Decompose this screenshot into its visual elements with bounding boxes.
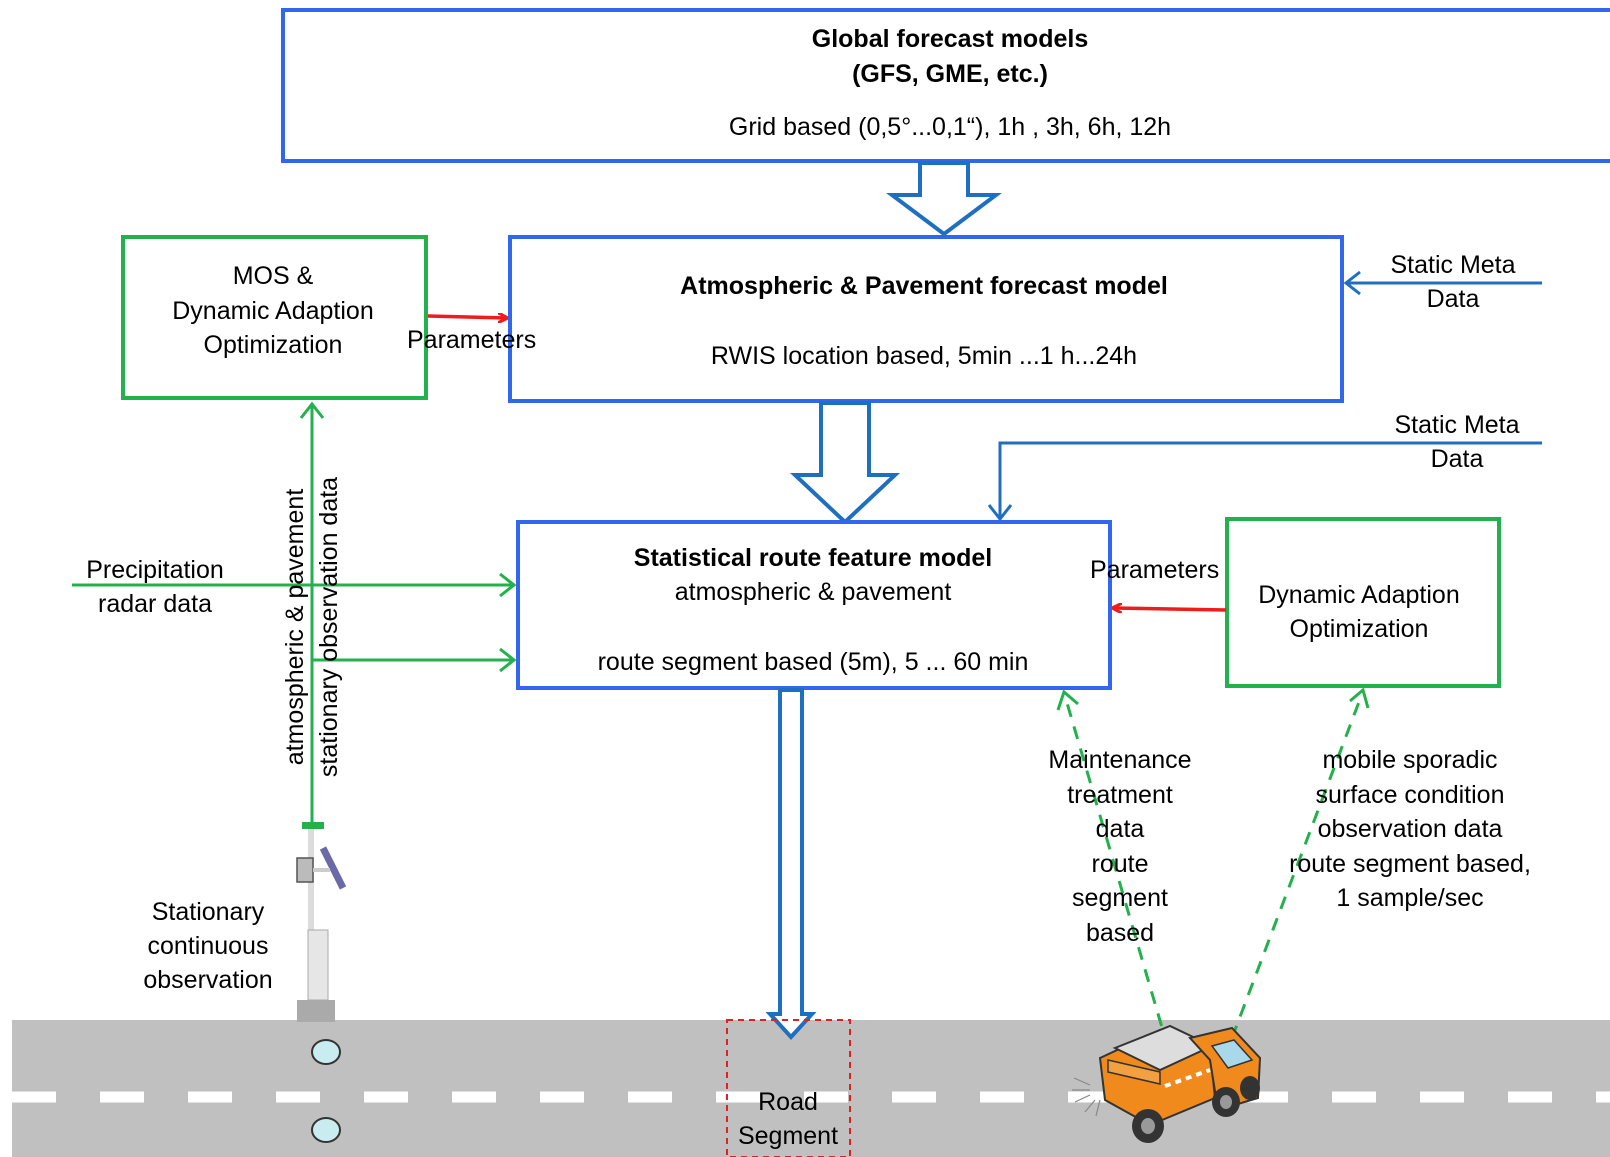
parameters-label-right: Parameters bbox=[1090, 556, 1219, 584]
stat-line-2: atmospheric & pavement bbox=[675, 578, 952, 606]
maintenance-label-1: Maintenance bbox=[1048, 746, 1191, 774]
hollow-arrow-stat-to-road bbox=[765, 688, 817, 1040]
maintenance-label-6: based bbox=[1086, 919, 1154, 947]
global-title-2: (GFS, GME, etc.) bbox=[852, 60, 1048, 88]
maintenance-label-2: treatment bbox=[1067, 781, 1173, 809]
road bbox=[12, 1020, 1610, 1157]
dynamic-adaption-box: Dynamic Adaption Optimization bbox=[1225, 517, 1501, 688]
stationary-label-1: Stationary bbox=[152, 898, 265, 926]
road-segment-label-2: Segment bbox=[738, 1122, 838, 1150]
parameters-label-left: Parameters bbox=[407, 326, 536, 354]
red-arrow-parameters-to-atmo bbox=[427, 316, 507, 318]
mobile-label-4: route segment based, bbox=[1289, 850, 1531, 878]
winter-service-truck-icon bbox=[1072, 1024, 1262, 1143]
green-dashed-arrow-maintenance bbox=[1056, 689, 1170, 1049]
stat-title: Statistical route feature model bbox=[634, 544, 992, 572]
static-meta-label-2a: Static Meta bbox=[1394, 411, 1519, 439]
mos-line-2: Dynamic Adaption bbox=[172, 297, 374, 325]
mos-line-3: Optimization bbox=[204, 331, 343, 359]
precipitation-label-1: Precipitation bbox=[86, 556, 224, 584]
green-arrow-precipitation bbox=[72, 572, 517, 598]
green-dashed-arrow-mobile bbox=[1230, 687, 1370, 1039]
stationary-label-2: continuous bbox=[148, 932, 269, 960]
road-sensor-2 bbox=[311, 1117, 341, 1143]
mobile-label-1: mobile sporadic bbox=[1322, 746, 1497, 774]
hollow-arrow-atmo-to-stat bbox=[789, 401, 901, 525]
dyn-line-2: Optimization bbox=[1290, 615, 1429, 643]
static-meta-label-2b: Data bbox=[1431, 445, 1484, 473]
vertical-label-2: stationary observation data bbox=[315, 477, 343, 777]
global-forecast-box: Global forecast models (GFS, GME, etc.) … bbox=[281, 8, 1610, 163]
road-segment-box bbox=[726, 1019, 851, 1157]
maintenance-label-3: data bbox=[1096, 815, 1145, 843]
mos-box: MOS & Dynamic Adaption Optimization bbox=[121, 235, 428, 400]
maintenance-label-5: segment bbox=[1072, 884, 1168, 912]
vertical-label-1: atmospheric & pavement bbox=[281, 489, 309, 766]
atmo-subtitle: RWIS location based, 5min ...1 h...24h bbox=[711, 342, 1137, 370]
dyn-line-1: Dynamic Adaption bbox=[1258, 581, 1460, 609]
statistical-route-box: Statistical route feature model atmosphe… bbox=[516, 520, 1112, 690]
green-arrow-station-branch bbox=[312, 647, 517, 673]
mobile-label-3: observation data bbox=[1318, 815, 1503, 843]
static-meta-arrow-2 bbox=[987, 441, 1542, 522]
mobile-label-2: surface condition bbox=[1315, 781, 1504, 809]
stat-line-3: route segment based (5m), 5 ... 60 min bbox=[598, 648, 1029, 676]
static-meta-label-1a: Static Meta bbox=[1390, 251, 1515, 279]
weather-station-icon bbox=[296, 822, 347, 1022]
static-meta-label-1b: Data bbox=[1427, 285, 1480, 313]
atmospheric-pavement-box: Atmospheric & Pavement forecast model RW… bbox=[508, 235, 1344, 403]
precipitation-label-2: radar data bbox=[98, 590, 212, 618]
road-sensor-1 bbox=[311, 1039, 341, 1065]
atmo-title: Atmospheric & Pavement forecast model bbox=[680, 272, 1168, 300]
mobile-label-5: 1 sample/sec bbox=[1336, 884, 1483, 912]
red-arrow-parameters-to-stat bbox=[1113, 608, 1227, 610]
green-arrow-observation-up bbox=[299, 401, 325, 826]
maintenance-label-4: route bbox=[1092, 850, 1149, 878]
mos-line-1: MOS & bbox=[233, 262, 314, 290]
hollow-arrow-global-to-atmo bbox=[886, 161, 1002, 237]
road-segment-label-1: Road bbox=[758, 1088, 818, 1116]
global-subtitle: Grid based (0,5°...0,1“), 1h , 3h, 6h, 1… bbox=[729, 113, 1171, 141]
static-meta-arrow-1 bbox=[1343, 270, 1542, 296]
stationary-label-3: observation bbox=[143, 966, 272, 994]
global-title-1: Global forecast models bbox=[812, 25, 1088, 53]
